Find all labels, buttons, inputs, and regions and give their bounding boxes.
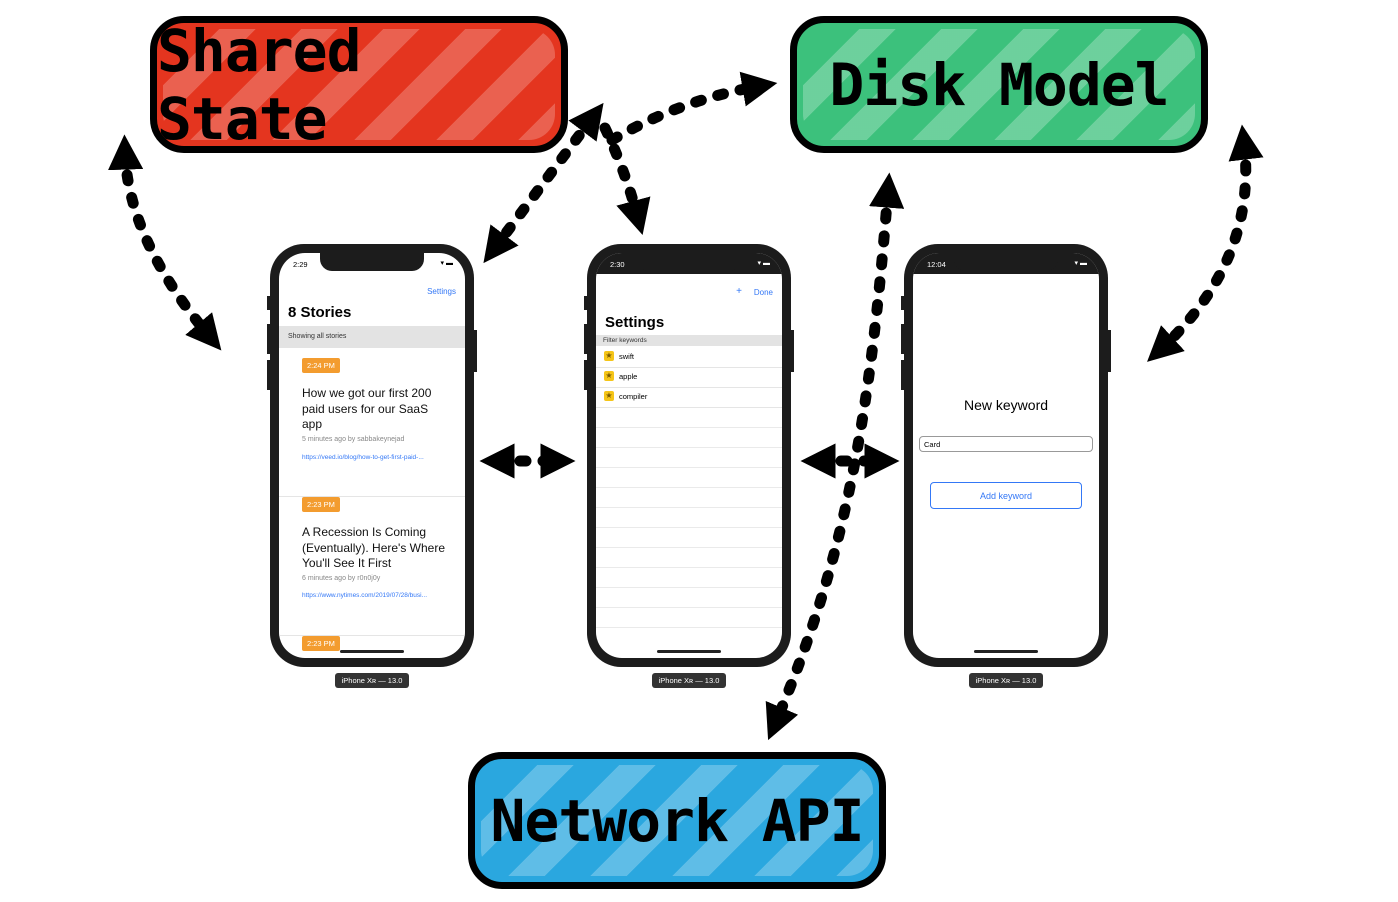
list-item[interactable]: ★ compiler (596, 387, 782, 408)
phone-notch (954, 253, 1058, 271)
phone-side-button (267, 296, 271, 310)
list-item[interactable]: ★ swift (596, 347, 782, 368)
empty-row (596, 567, 782, 588)
keyword-label: apple (619, 372, 638, 381)
phone-screen: 2:30 ▾ ▬ + Done Settings Filter keywords… (596, 253, 782, 658)
empty-row (596, 487, 782, 508)
arrow-shared-state-to-stories (108, 134, 222, 351)
device-caption: iPhone Xʀ — 13.0 (969, 673, 1043, 688)
status-icons: ▾ ▬ (1074, 260, 1087, 267)
phone-screen: 2:29 ▾ ▬ Settings 8 Stories Showing all … (279, 253, 465, 658)
add-icon[interactable]: + (736, 286, 742, 297)
device-caption: iPhone Xʀ — 13.0 (652, 673, 726, 688)
phone-screen: 12:04 ▾ ▬ New keyword Card Add keyword (913, 253, 1099, 658)
disk-model-label: Disk Model (829, 50, 1169, 119)
keyword-label: swift (619, 352, 634, 361)
empty-row (596, 467, 782, 488)
status-time: 12:04 (927, 260, 946, 269)
empty-row (596, 507, 782, 528)
network-api-box: Network API (468, 752, 886, 889)
star-icon: ★ (604, 351, 614, 361)
empty-row (596, 407, 782, 428)
story-meta: 5 minutes ago by sabbakeynejad (302, 436, 405, 443)
list-item[interactable]: 2:23 PM A Recession Is Coming (Eventuall… (279, 497, 465, 636)
arrow-disk-model-to-network-api (765, 172, 905, 741)
story-title: A Recession Is Coming (Eventually). Here… (302, 525, 446, 570)
new-keyword-title: New keyword (963, 397, 1049, 413)
star-icon: ★ (604, 391, 614, 401)
empty-row (596, 427, 782, 448)
story-title: How we got our first 200 paid users for … (302, 386, 432, 431)
empty-row (596, 447, 782, 468)
list-item[interactable]: 2:24 PM How we got our first 200 paid us… (279, 358, 465, 497)
story-time-badge: 2:23 PM (302, 497, 340, 512)
star-icon: ★ (604, 371, 614, 381)
phone-notch (320, 253, 424, 271)
phone-stories: 2:29 ▾ ▬ Settings 8 Stories Showing all … (267, 244, 477, 667)
story-time-badge: 2:23 PM (302, 636, 340, 651)
phone-side-button (584, 360, 588, 390)
story-meta: 6 minutes ago by r0n0j0y (302, 575, 381, 582)
status-time: 2:29 (293, 260, 308, 269)
empty-row (596, 547, 782, 568)
empty-row (596, 527, 782, 548)
story-time-badge: 2:24 PM (302, 358, 340, 373)
arrow-shared-state-to-disk-model (606, 71, 778, 146)
phone-notch (637, 253, 741, 271)
list-item[interactable]: 2:23 PM (279, 636, 465, 658)
device-caption: iPhone Xʀ — 13.0 (335, 673, 409, 688)
home-indicator (657, 650, 721, 653)
status-icons: ▾ ▬ (757, 260, 770, 267)
phone-new-keyword: 12:04 ▾ ▬ New keyword Card Add keyword (901, 244, 1111, 667)
empty-row (596, 587, 782, 608)
section-header: Filter keywords (596, 335, 782, 346)
box-stripes (481, 765, 873, 876)
arrow-disk-model-to-new-keyword (1147, 124, 1264, 362)
phone-side-button (473, 330, 477, 372)
disk-model-box: Disk Model (790, 16, 1208, 153)
phone-side-button (267, 324, 271, 354)
done-button[interactable]: Done (753, 288, 773, 297)
box-stripes (803, 29, 1195, 140)
add-keyword-button[interactable]: Add keyword (930, 482, 1082, 509)
section-header: Showing all stories (279, 326, 465, 348)
phone-side-button (584, 296, 588, 310)
home-indicator (340, 650, 404, 653)
phone-side-button (1107, 330, 1111, 372)
keyword-input[interactable]: Card (919, 436, 1093, 452)
arrow-shared-state-to-stories-2 (483, 102, 604, 264)
phone-side-button (584, 324, 588, 354)
page-title: 8 Stories (288, 304, 352, 321)
list-item[interactable]: ★ apple (596, 367, 782, 388)
phone-side-button (267, 360, 271, 390)
phone-settings: 2:30 ▾ ▬ + Done Settings Filter keywords… (584, 244, 794, 667)
network-api-label: Network API (490, 786, 864, 855)
empty-row (596, 607, 782, 628)
settings-link[interactable]: Settings (427, 287, 456, 296)
keyword-label: compiler (619, 392, 648, 401)
status-time: 2:30 (610, 260, 625, 269)
home-indicator (974, 650, 1038, 653)
arrow-shared-state-to-settings (599, 122, 651, 235)
page-title: Settings (605, 314, 665, 331)
status-icons: ▾ ▬ (440, 260, 453, 267)
